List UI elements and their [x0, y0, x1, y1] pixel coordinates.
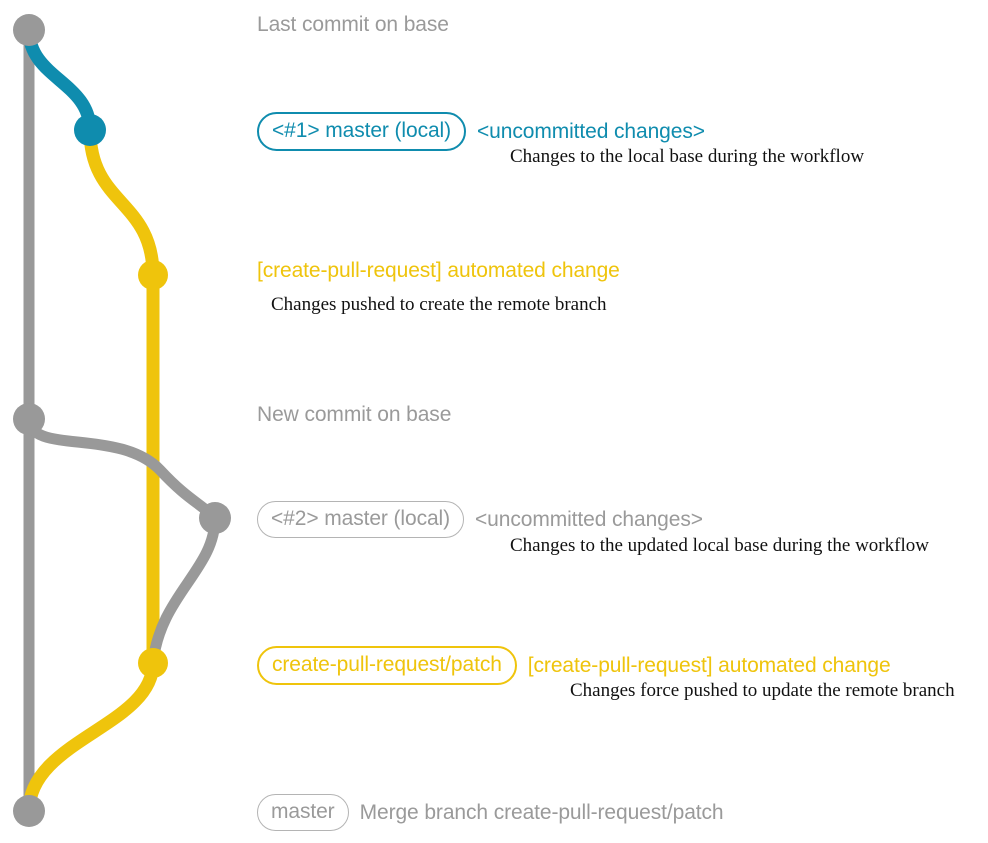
- commit-subject: [create-pull-request] automated change: [527, 653, 891, 677]
- commit-subject: Merge branch create-pull-request/patch: [359, 800, 724, 824]
- commit-entry-new-commit-on-base: New commit on base: [257, 403, 451, 427]
- commit-node-base-merge[interactable]: [13, 795, 45, 827]
- branch-label-master-local-1[interactable]: <#1> master (local): [257, 112, 467, 151]
- lane-local2-to-patch-line: [147, 512, 221, 669]
- commit-entry-automated-change-update: create-pull-request/patch [create-pull-r…: [257, 646, 891, 685]
- commit-entry-master-local-2: <#2> master (local) <uncommitted changes…: [257, 501, 703, 538]
- commit-subject: Last commit on base: [257, 13, 449, 36]
- commit-node-patch-update[interactable]: [138, 648, 168, 678]
- branch-label-master[interactable]: master: [257, 794, 349, 831]
- lane-patch-merge-line: [22, 656, 160, 818]
- commit-entry-last-commit-on-base: Last commit on base: [257, 13, 449, 37]
- commit-node-base-last[interactable]: [13, 14, 45, 46]
- commit-node-base-new[interactable]: [13, 403, 45, 435]
- commit-node-master-local-2[interactable]: [199, 502, 231, 534]
- commit-graph: [13, 14, 231, 827]
- commit-note: Changes force pushed to update the remot…: [570, 680, 955, 701]
- branch-label-master-local-2[interactable]: <#2> master (local): [257, 501, 465, 538]
- commit-note: Changes to the local base during the wor…: [510, 146, 865, 167]
- lane-patch-line-upper: [83, 123, 160, 670]
- commit-node-master-local-1[interactable]: [74, 114, 106, 146]
- commit-node-patch-create[interactable]: [138, 260, 168, 290]
- commit-entry-automated-change-create: [create-pull-request] automated change: [257, 259, 620, 283]
- lane-local2-branch-line: [23, 413, 221, 524]
- commit-note: Changes to the updated local base during…: [510, 535, 929, 556]
- commit-entry-master-local-1: <#1> master (local) <uncommitted changes…: [257, 112, 705, 151]
- lane-local-branch-line: [22, 23, 97, 137]
- commit-subject: <uncommitted changes>: [477, 119, 705, 143]
- commit-note: Changes pushed to create the remote bran…: [271, 294, 607, 315]
- commit-subject: <uncommitted changes>: [475, 507, 703, 531]
- commit-entry-merge-branch: master Merge branch create-pull-request/…: [257, 794, 724, 831]
- commit-subject: [create-pull-request] automated change: [257, 259, 620, 282]
- branch-label-create-pull-request-patch[interactable]: create-pull-request/patch: [257, 646, 517, 685]
- commit-subject: New commit on base: [257, 403, 452, 426]
